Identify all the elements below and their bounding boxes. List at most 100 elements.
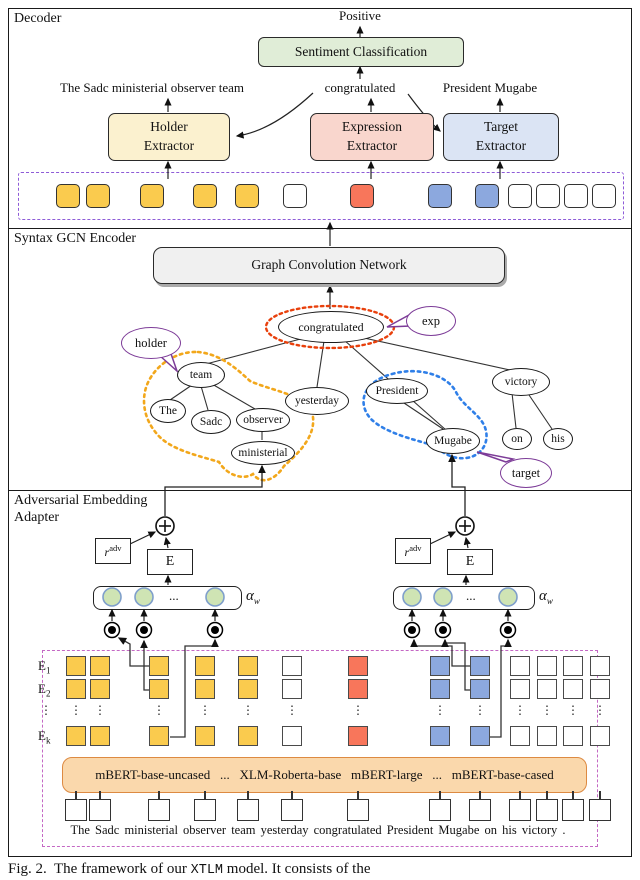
left-alpha-label: αw	[246, 588, 260, 606]
expression-span-text: congratulated	[324, 80, 396, 95]
decoder-token-square	[536, 184, 560, 208]
right-embedding-connectors	[410, 638, 512, 738]
holder-outline	[142, 350, 315, 482]
vertical-dots: ⋮	[286, 703, 298, 717]
plm-tick	[519, 791, 521, 799]
embedding-square	[510, 656, 530, 676]
embedding-square	[348, 679, 368, 699]
embedding-square	[510, 679, 530, 699]
sentiment-classification-label: Sentiment Classification	[294, 43, 428, 59]
vertical-dots: ⋮	[242, 703, 254, 717]
input-square	[469, 799, 491, 821]
embedding-label: E	[165, 554, 175, 569]
plm-tick	[247, 791, 249, 799]
right-embedding-box: E	[447, 549, 493, 575]
adapter-to-tree-arrows	[164, 453, 466, 516]
right-alpha-dots: ...	[466, 588, 476, 603]
embedding-square	[195, 656, 215, 676]
embedding-square	[430, 726, 450, 746]
embedding-square	[430, 679, 450, 699]
decoder-token-square	[86, 184, 110, 208]
left-embedding-connectors	[117, 637, 219, 738]
decoder-encoder-divider	[8, 228, 631, 229]
embedding-square	[238, 726, 258, 746]
input-square	[589, 799, 611, 821]
embedding-square	[563, 656, 583, 676]
input-square	[562, 799, 584, 821]
vertical-dots: ⋮	[199, 703, 211, 717]
plm-labels: mBERT-base-uncased ... XLM-Roberta-base …	[95, 766, 554, 782]
decoder-token-square	[475, 184, 499, 208]
tree-node-on: on	[502, 428, 532, 450]
plm-tick	[357, 791, 359, 799]
decoder-token-row-box	[18, 172, 624, 220]
left-alpha-dots: ...	[169, 588, 179, 603]
embedding-square	[348, 726, 368, 746]
plm-tick	[599, 791, 601, 799]
tree-node-yesterday: yesterday	[285, 387, 349, 415]
input-square	[65, 799, 87, 821]
plm-tick	[572, 791, 574, 799]
sentiment-classification-box: Sentiment Classification	[258, 37, 464, 67]
tree-node-team: team	[177, 362, 225, 388]
embedding-row-label-k: Ek	[38, 728, 51, 746]
input-sentence: The Sadc ministerial observer team yeste…	[70, 823, 566, 837]
embedding-label: E	[465, 554, 475, 569]
tree-node-observer: observer	[236, 408, 290, 432]
vertical-dots: ⋮	[541, 703, 553, 717]
decoder-token-square	[56, 184, 80, 208]
encoder-adapter-divider	[8, 490, 631, 491]
caption-model-name: XTLM	[190, 863, 224, 878]
embedding-square	[470, 679, 490, 699]
exp-role-bubble: exp	[406, 306, 456, 336]
plm-tick	[479, 791, 481, 799]
right-radv-box: radv	[395, 538, 431, 564]
decoder-token-square	[235, 184, 259, 208]
vertical-dots: ⋮	[40, 703, 52, 717]
input-square	[148, 799, 170, 821]
embedding-square	[66, 679, 86, 699]
target-span-text: President Mugabe	[442, 80, 538, 95]
decoder-token-square	[428, 184, 452, 208]
plm-tick	[291, 791, 293, 799]
decoder-token-square	[350, 184, 374, 208]
input-square	[237, 799, 259, 821]
plm-tick	[99, 791, 101, 799]
embedding-square	[537, 679, 557, 699]
embedding-square	[90, 726, 110, 746]
embedding-square	[66, 726, 86, 746]
embedding-square	[470, 726, 490, 746]
radv-label: radv	[104, 542, 122, 559]
tree-node-mugabe: Mugabe	[426, 428, 480, 454]
vertical-dots: ⋮	[434, 703, 446, 717]
tree-node-his: his	[543, 428, 573, 450]
tree-node-victory: victory	[492, 368, 550, 396]
left-adapter-unit	[102, 516, 225, 738]
embedding-square	[563, 726, 583, 746]
plm-box: mBERT-base-uncased ... XLM-Roberta-base …	[62, 757, 587, 793]
holder-span-text: The Sadc ministerial observer team	[59, 80, 245, 95]
embedding-square	[195, 679, 215, 699]
tree-node-president: President	[366, 378, 428, 404]
embedding-square	[590, 656, 610, 676]
embedding-square	[282, 679, 302, 699]
input-square	[89, 799, 111, 821]
plus-circle-icon	[155, 516, 175, 536]
embedding-square	[195, 726, 215, 746]
vertical-dots: ⋮	[567, 703, 579, 717]
vertical-dots: ⋮	[70, 703, 82, 717]
left-embedding-box: E	[147, 549, 193, 575]
decoder-section-label: Decoder	[14, 11, 62, 26]
embedding-square	[563, 679, 583, 699]
embedding-square	[510, 726, 530, 746]
vertical-dots: ⋮	[153, 703, 165, 717]
tree-node-the: The	[150, 399, 186, 423]
decoder-token-square	[564, 184, 588, 208]
adapter-section-label: Adversarial Embedding Adapter	[14, 493, 148, 525]
vertical-dots: ⋮	[474, 703, 486, 717]
